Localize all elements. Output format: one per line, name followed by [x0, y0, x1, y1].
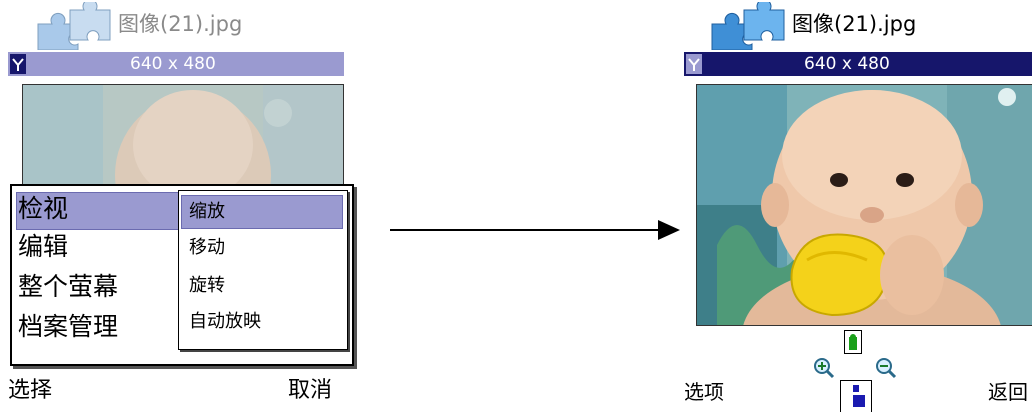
- puzzle-piece-icon: [37, 2, 111, 50]
- submenu-item-rotate[interactable]: 旋转: [189, 275, 225, 296]
- signal-antenna-icon: [10, 54, 26, 74]
- right-header-bar: [684, 52, 1032, 76]
- menu-item-fullscreen[interactable]: 整个萤幕: [18, 272, 119, 301]
- left-header-bar: [8, 52, 344, 76]
- view-submenu: 缩放 移动 旋转 自动放映: [178, 190, 348, 350]
- left-resolution: 640 x 480: [130, 54, 216, 74]
- menu-item-edit[interactable]: 编辑: [18, 232, 69, 261]
- left-softkey-select[interactable]: 选择: [8, 378, 53, 403]
- right-softkey-cancel[interactable]: 取消: [288, 378, 333, 403]
- right-photo-view: [696, 84, 1032, 326]
- right-title: 图像(21).jpg: [792, 12, 917, 36]
- right-resolution: 640 x 480: [804, 54, 890, 74]
- zoom-in-icon[interactable]: [812, 356, 836, 380]
- left-softkey-options[interactable]: 选项: [684, 380, 724, 404]
- zoom-out-icon[interactable]: [874, 356, 898, 380]
- navigation-pad-icon: [840, 380, 872, 412]
- arrow-head-icon: [658, 220, 680, 240]
- right-softkey-back[interactable]: 返回: [988, 380, 1028, 404]
- submenu-item-zoom[interactable]: 缩放: [189, 201, 225, 222]
- puzzle-piece-icon: [711, 2, 785, 50]
- submenu-selection-highlight: [181, 195, 343, 229]
- left-title: 图像(21).jpg: [118, 12, 243, 36]
- submenu-item-slideshow[interactable]: 自动放映: [189, 311, 261, 332]
- submenu-item-move[interactable]: 移动: [189, 237, 225, 258]
- signal-antenna-icon: [686, 54, 702, 74]
- navigation-up-indicator: [844, 330, 862, 354]
- menu-item-view[interactable]: 检视: [18, 194, 69, 223]
- menu-item-file-manager[interactable]: 档案管理: [18, 312, 119, 341]
- left-photo-preview: [22, 84, 344, 188]
- transition-arrow-line: [390, 229, 662, 231]
